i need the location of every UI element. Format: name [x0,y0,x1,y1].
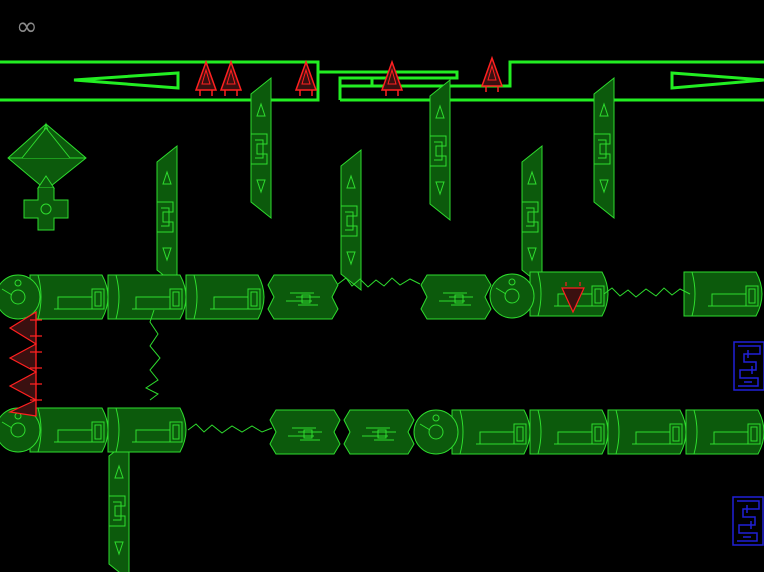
pillar [108,439,130,572]
valve-icon [489,273,535,319]
top-wall-arrow-left [73,71,180,90]
valve-icon [0,274,41,320]
red-spike-down-icon [561,282,585,314]
maze-portal-icon[interactable] [733,341,764,391]
red-spike-icon [295,61,317,97]
maze-portal-icon[interactable] [732,496,764,546]
top-bright-wall [0,60,764,102]
red-spike-wall [7,310,42,417]
red-spike-icon [195,61,217,97]
top-wall-arrow-right [670,71,764,90]
bottom-ruin-row [0,407,764,455]
middle-ruin-row [0,271,763,320]
pillar [521,145,543,287]
electric-arc [145,277,691,434]
pillar [156,145,178,287]
lives-counter: ∞ [16,12,38,42]
pillar [593,77,615,219]
pillar [250,77,272,219]
valve-icon [413,409,459,455]
player-ship[interactable] [7,122,87,231]
pillar [340,149,362,291]
red-spike-icon [220,61,242,97]
pillar [429,79,451,221]
